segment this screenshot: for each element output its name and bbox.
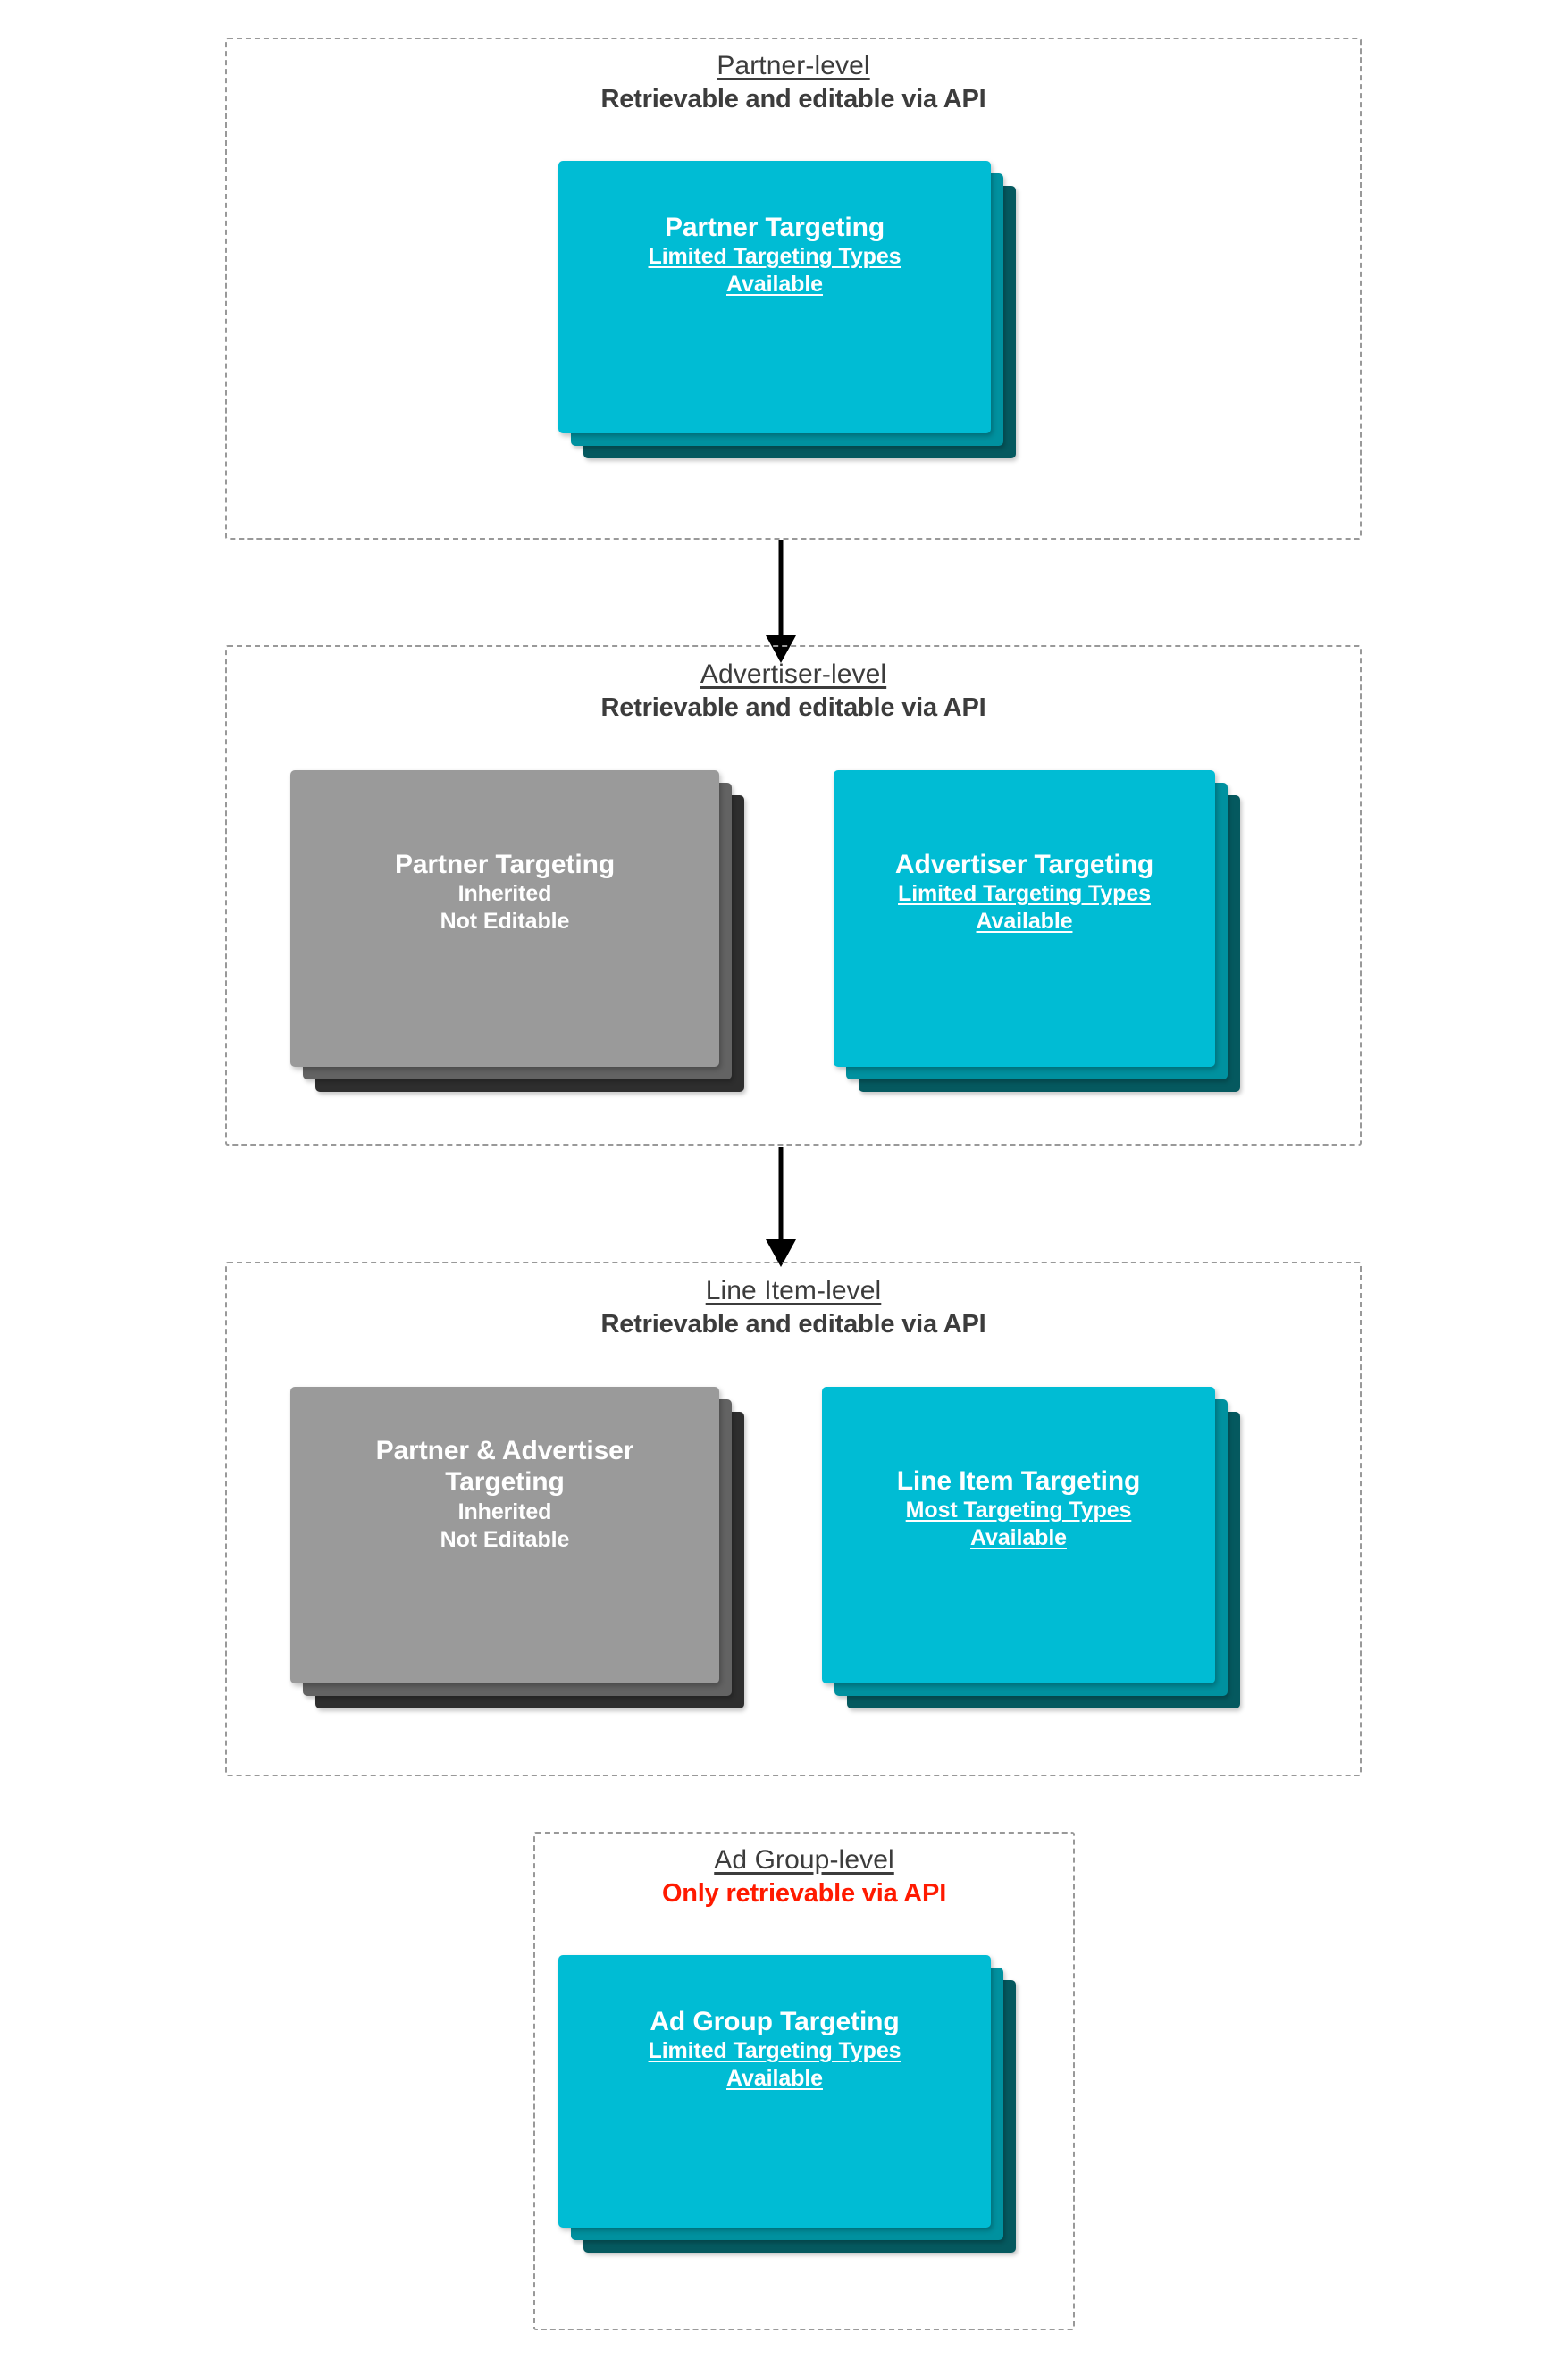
card-layer-front — [290, 1387, 719, 1683]
card-layer-front — [822, 1387, 1215, 1683]
card-layer-front — [290, 770, 719, 1067]
level-box-advertiser — [225, 645, 1362, 1146]
card-layer-front — [834, 770, 1215, 1067]
card-layer-front — [558, 1955, 991, 2228]
connector-shaft — [778, 540, 784, 638]
level-box-line-item — [225, 1262, 1362, 1776]
card-inherited-partner-targeting[interactable]: Partner Targeting Inherited Not Editable — [290, 770, 744, 1092]
card-advertiser-targeting[interactable]: Advertiser Targeting Limited Targeting T… — [834, 770, 1240, 1092]
level-box-partner — [225, 38, 1362, 540]
card-ad-group-targeting[interactable]: Ad Group Targeting Limited Targeting Typ… — [558, 1955, 1016, 2253]
card-partner-targeting[interactable]: Partner Targeting Limited Targeting Type… — [558, 161, 1016, 458]
card-layer-front — [558, 161, 991, 433]
connector-advertiser-to-line-item — [756, 1147, 806, 1267]
connector-arrowhead — [766, 635, 796, 663]
connector-shaft — [778, 1147, 784, 1242]
connector-partner-to-advertiser — [756, 540, 806, 663]
card-inherited-partner-advertiser-targeting[interactable]: Partner & Advertiser Targeting Inherited… — [290, 1387, 744, 1708]
level-box-ad-group — [533, 1832, 1075, 2330]
card-line-item-targeting[interactable]: Line Item Targeting Most Targeting Types… — [822, 1387, 1240, 1708]
